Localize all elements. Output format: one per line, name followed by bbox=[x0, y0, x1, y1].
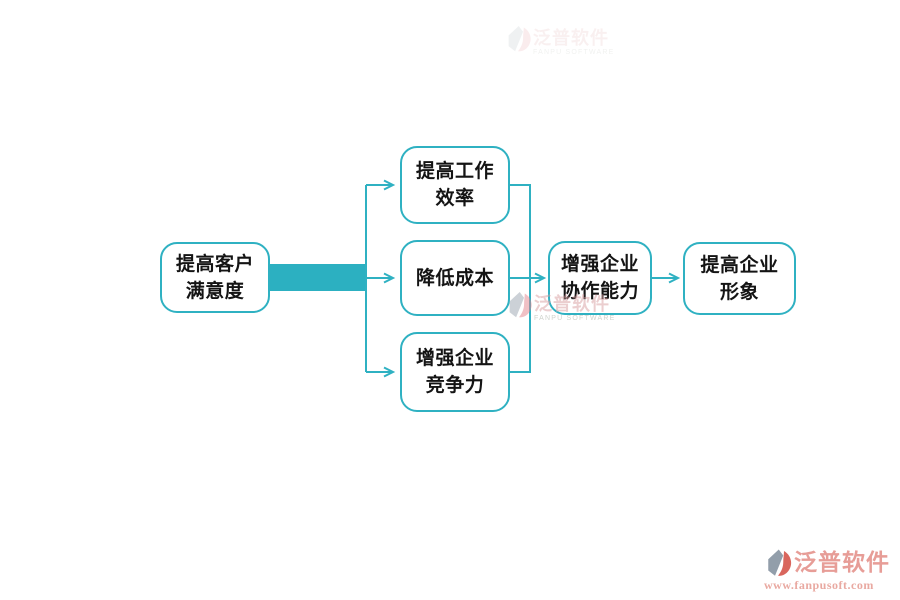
merge-line-top bbox=[510, 184, 531, 278]
flow-node-collaboration: 增强企业 协作能力 bbox=[548, 241, 652, 315]
flow-node-customer-satisfaction: 提高客户 满意度 bbox=[160, 242, 270, 313]
flow-node-reduce-cost: 降低成本 bbox=[400, 240, 510, 316]
flow-node-corporate-image: 提高企业 形象 bbox=[683, 242, 796, 315]
thick-connector-bar bbox=[270, 264, 367, 291]
flow-node-work-efficiency: 提高工作 效率 bbox=[400, 146, 510, 224]
flow-node-competitiveness: 增强企业 竞争力 bbox=[400, 332, 510, 412]
merge-line-bottom bbox=[510, 278, 531, 373]
